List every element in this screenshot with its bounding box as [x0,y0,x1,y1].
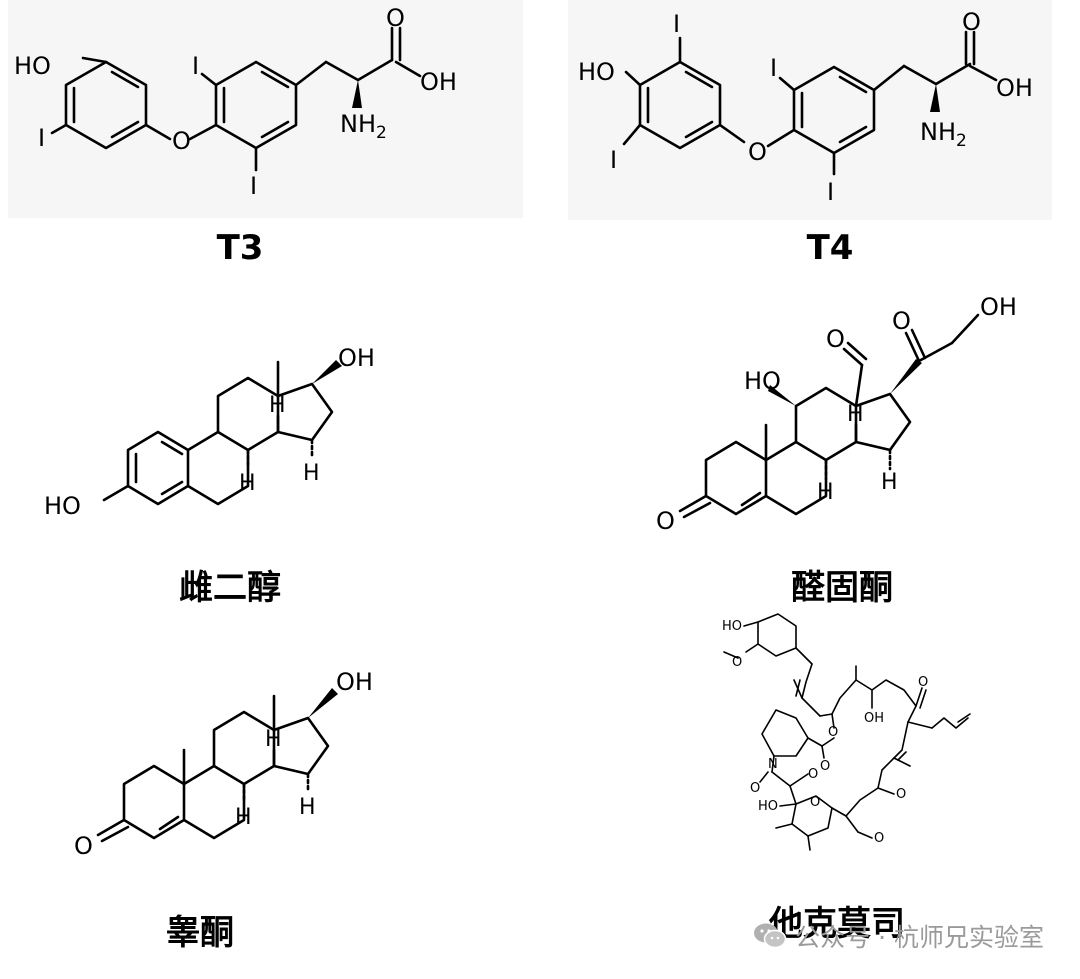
t4-oh-label: OH [996,74,1033,102]
aldosterone-h-label: H [881,470,898,495]
structure-t4: I HO I O I I O OH NH2 [568,0,1052,220]
testosterone-oxygen-label: O [74,832,93,860]
t3-structure-drawing: HO I O I I O OH NH2 [14,4,457,200]
t3-oh-label: OH [420,68,457,96]
caption-t4: T4 [806,228,854,268]
t4-iodine-label: I [827,178,834,206]
structure-t3: HO I O I I O OH NH2 [8,0,523,218]
estradiol-structure-drawing: OH HO H H H [44,344,375,520]
tacrolimus-ester-oxygen-label: O [820,759,830,774]
estradiol-h-label: H [269,393,286,418]
aldosterone-ho-label: HO [744,367,781,395]
t4-amine-label: NH2 [920,118,967,151]
caption-aldosterone: 醛固酮 [791,568,893,608]
watermark-text: 公众号 · 杭师兄实验室 [795,923,1044,952]
wechat-icon [754,923,787,949]
aldosterone-h-label: H [817,480,834,505]
t3-iodine-label: I [250,172,257,200]
estradiol-h-label: H [239,471,256,496]
t3-iodine-label: I [38,124,45,152]
watermark: 公众号 · 杭师兄实验室 [753,918,1044,954]
structure-testosterone: OH O H H H [60,640,460,880]
testosterone-h-label: H [299,795,316,820]
caption-estradiol: 雌二醇 [179,568,281,608]
tacrolimus-amide-oxygen-label: O [750,781,760,796]
testosterone-h-label: H [265,727,282,752]
t4-carbonyl-oxygen-label: O [962,8,981,36]
t3-amine-label: NH2 [340,110,387,143]
tacrolimus-pyran-oxygen-label: O [810,795,820,810]
testosterone-h-label: H [235,805,252,830]
t3-ether-oxygen-label: O [172,127,191,155]
structure-estradiol: OH HO H H H [30,300,450,550]
testosterone-oh-label: OH [336,668,373,696]
aldosterone-oh-label: OH [980,293,1017,321]
caption-testosterone: 睾酮 [166,913,234,953]
t4-iodine-label: I [770,54,777,82]
aldosterone-h-label: H [847,402,864,427]
aldosterone-ketone-oxygen-label: O [892,307,911,335]
estradiol-oh-label: OH [338,344,375,372]
aldosterone-aldehyde-oxygen-label: O [826,325,845,353]
t4-structure-drawing: I HO I O I I O OH NH2 [578,8,1033,206]
structure-tacrolimus: HO O O OH O O N O O HO O O O [710,610,1010,870]
structure-aldosterone: HO OH O O O H H H [640,285,1060,550]
t3-iodine-label: I [192,52,199,80]
tacrolimus-methoxy-oxygen-label: O [874,831,884,846]
tacrolimus-ring-oxygen-label: O [828,725,838,740]
t4-iodine-label: I [610,146,617,174]
tacrolimus-methoxy-oxygen-label: O [732,655,742,670]
caption-tacrolimus: 他克莫司 [769,904,905,944]
testosterone-structure-drawing: OH O H H H [74,668,373,860]
tacrolimus-structure-drawing: HO O O OH O O N O O HO O O O [722,613,971,851]
estradiol-ho-label: HO [44,492,81,520]
tacrolimus-oh-label: OH [864,711,884,726]
caption-t3: T3 [216,228,264,268]
tacrolimus-ho-label: HO [722,619,742,634]
t4-ho-label: HO [578,58,615,86]
aldosterone-enone-oxygen-label: O [656,507,675,535]
tacrolimus-methoxy-oxygen-label: O [896,787,906,802]
aldosterone-structure-drawing: HO OH O O O H H H [656,293,1017,535]
estradiol-h-label: H [303,461,320,486]
tacrolimus-nitrogen-label: N [768,757,778,772]
t3-ho-label: HO [14,52,51,80]
tacrolimus-ketone-oxygen-label: O [918,675,928,690]
t3-carbonyl-oxygen-label: O [386,4,405,32]
t4-iodine-top-label: I [673,10,680,38]
tacrolimus-hemiketal-ho-label: HO [758,799,778,814]
tacrolimus-keto-oxygen-label: O [808,767,818,782]
t4-ether-oxygen-label: O [748,138,767,166]
